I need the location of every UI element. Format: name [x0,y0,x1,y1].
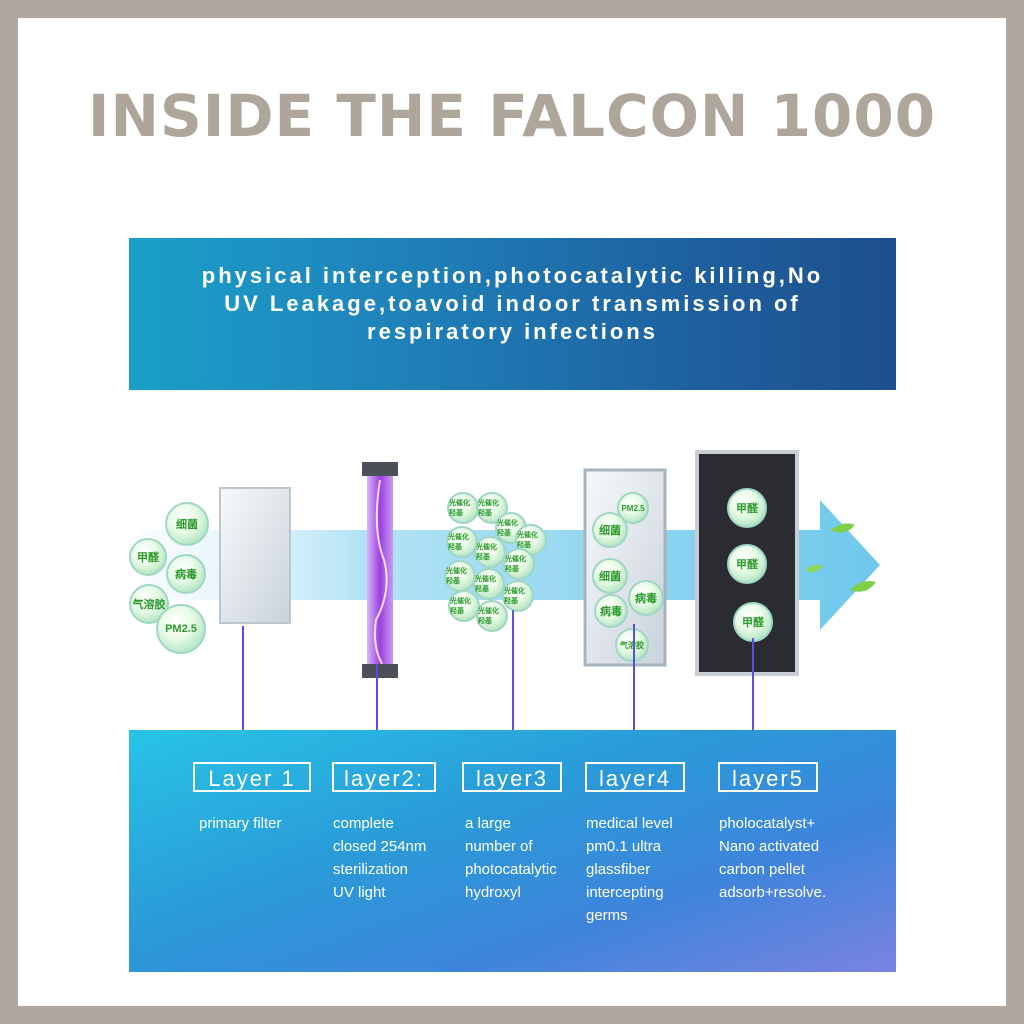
layer5-label: layer5 [718,762,818,792]
bubble-virus: 病毒 [594,594,628,628]
banner-line-2: UV Leakage,toavoid indoor transmission o… [224,291,801,316]
bubble-photocatalyst: 光催化 羟基 [503,548,535,580]
bubble-photocatalyst: 光催化 羟基 [476,600,508,632]
leaf-2 [850,581,876,592]
layer2-uv-tube-bottom-cap [362,664,398,678]
banner-text: physical interception,photocatalytic kil… [129,262,896,346]
layer2-label: layer2: [332,762,436,792]
layer4-description: medical level pm0.1 ultra glassfiber int… [586,815,673,924]
layer2-description: complete closed 254nm sterilization UV l… [333,815,427,901]
layer3-label: layer3 [462,762,562,792]
bubble-bacteria: 细菌 [165,502,209,546]
layer5-description: pholocatalyst+ Nano activated carbon pel… [719,815,827,901]
layer2-uv-tube-top-cap [362,462,398,476]
bubble-bacteria: 细菌 [592,558,628,594]
bubble-bacteria: 细菌 [592,512,628,548]
leader-line-layer1 [242,626,244,766]
bubble-photocatalyst: 光催化 羟基 [447,492,479,524]
bubble-virus: 病毒 [628,580,664,616]
bubble-photocatalyst: 光催化 羟基 [502,580,534,612]
bubble-formaldehyde: 甲醛 [727,544,767,584]
bubble-aerosol: 气溶胶 [615,628,649,662]
bubble-virus: 病毒 [166,554,206,594]
layer1-panel [219,487,291,624]
leaf-1 [830,523,855,533]
layer1-label: Layer 1 [193,762,311,792]
leader-line-layer3 [512,610,514,766]
bubble-formaldehyde: 甲醛 [129,538,167,576]
layer1-description: primary filter [199,815,282,832]
layer3-description: a large number of photocatalytic hydroxy… [465,815,557,901]
leaf-3 [805,564,823,573]
leader-line-layer2 [376,664,378,766]
leader-line-layer5 [752,638,754,766]
banner-line-1: physical interception,photocatalytic kil… [201,263,824,288]
page-title: INSIDE THE FALCON 1000 [87,82,937,150]
filter-illustration: 细菌 甲醛 病毒 气溶胶 PM2.5 光催化 羟基 光催化 羟基 光催化 羟基 … [0,440,1024,740]
bubble-pm25: PM2.5 [156,604,206,654]
bubble-photocatalyst: 光催化 羟基 [444,560,476,592]
leader-line-layer4 [633,624,635,766]
layer2-uv-tube [367,476,393,666]
layer2-uv-arc [373,479,388,665]
bubble-photocatalyst: 光催化 羟基 [473,568,505,600]
layer4-label: layer4 [585,762,685,792]
header-banner: physical interception,photocatalytic kil… [129,238,896,390]
banner-line-3: respiratory infections [367,319,658,344]
bubble-photocatalyst: 光催化 羟基 [474,536,506,568]
bubble-formaldehyde: 甲醛 [727,488,767,528]
layers-panel: Layer 1 primary filter layer2: complete … [129,730,896,972]
bubble-formaldehyde: 甲醛 [733,602,773,642]
